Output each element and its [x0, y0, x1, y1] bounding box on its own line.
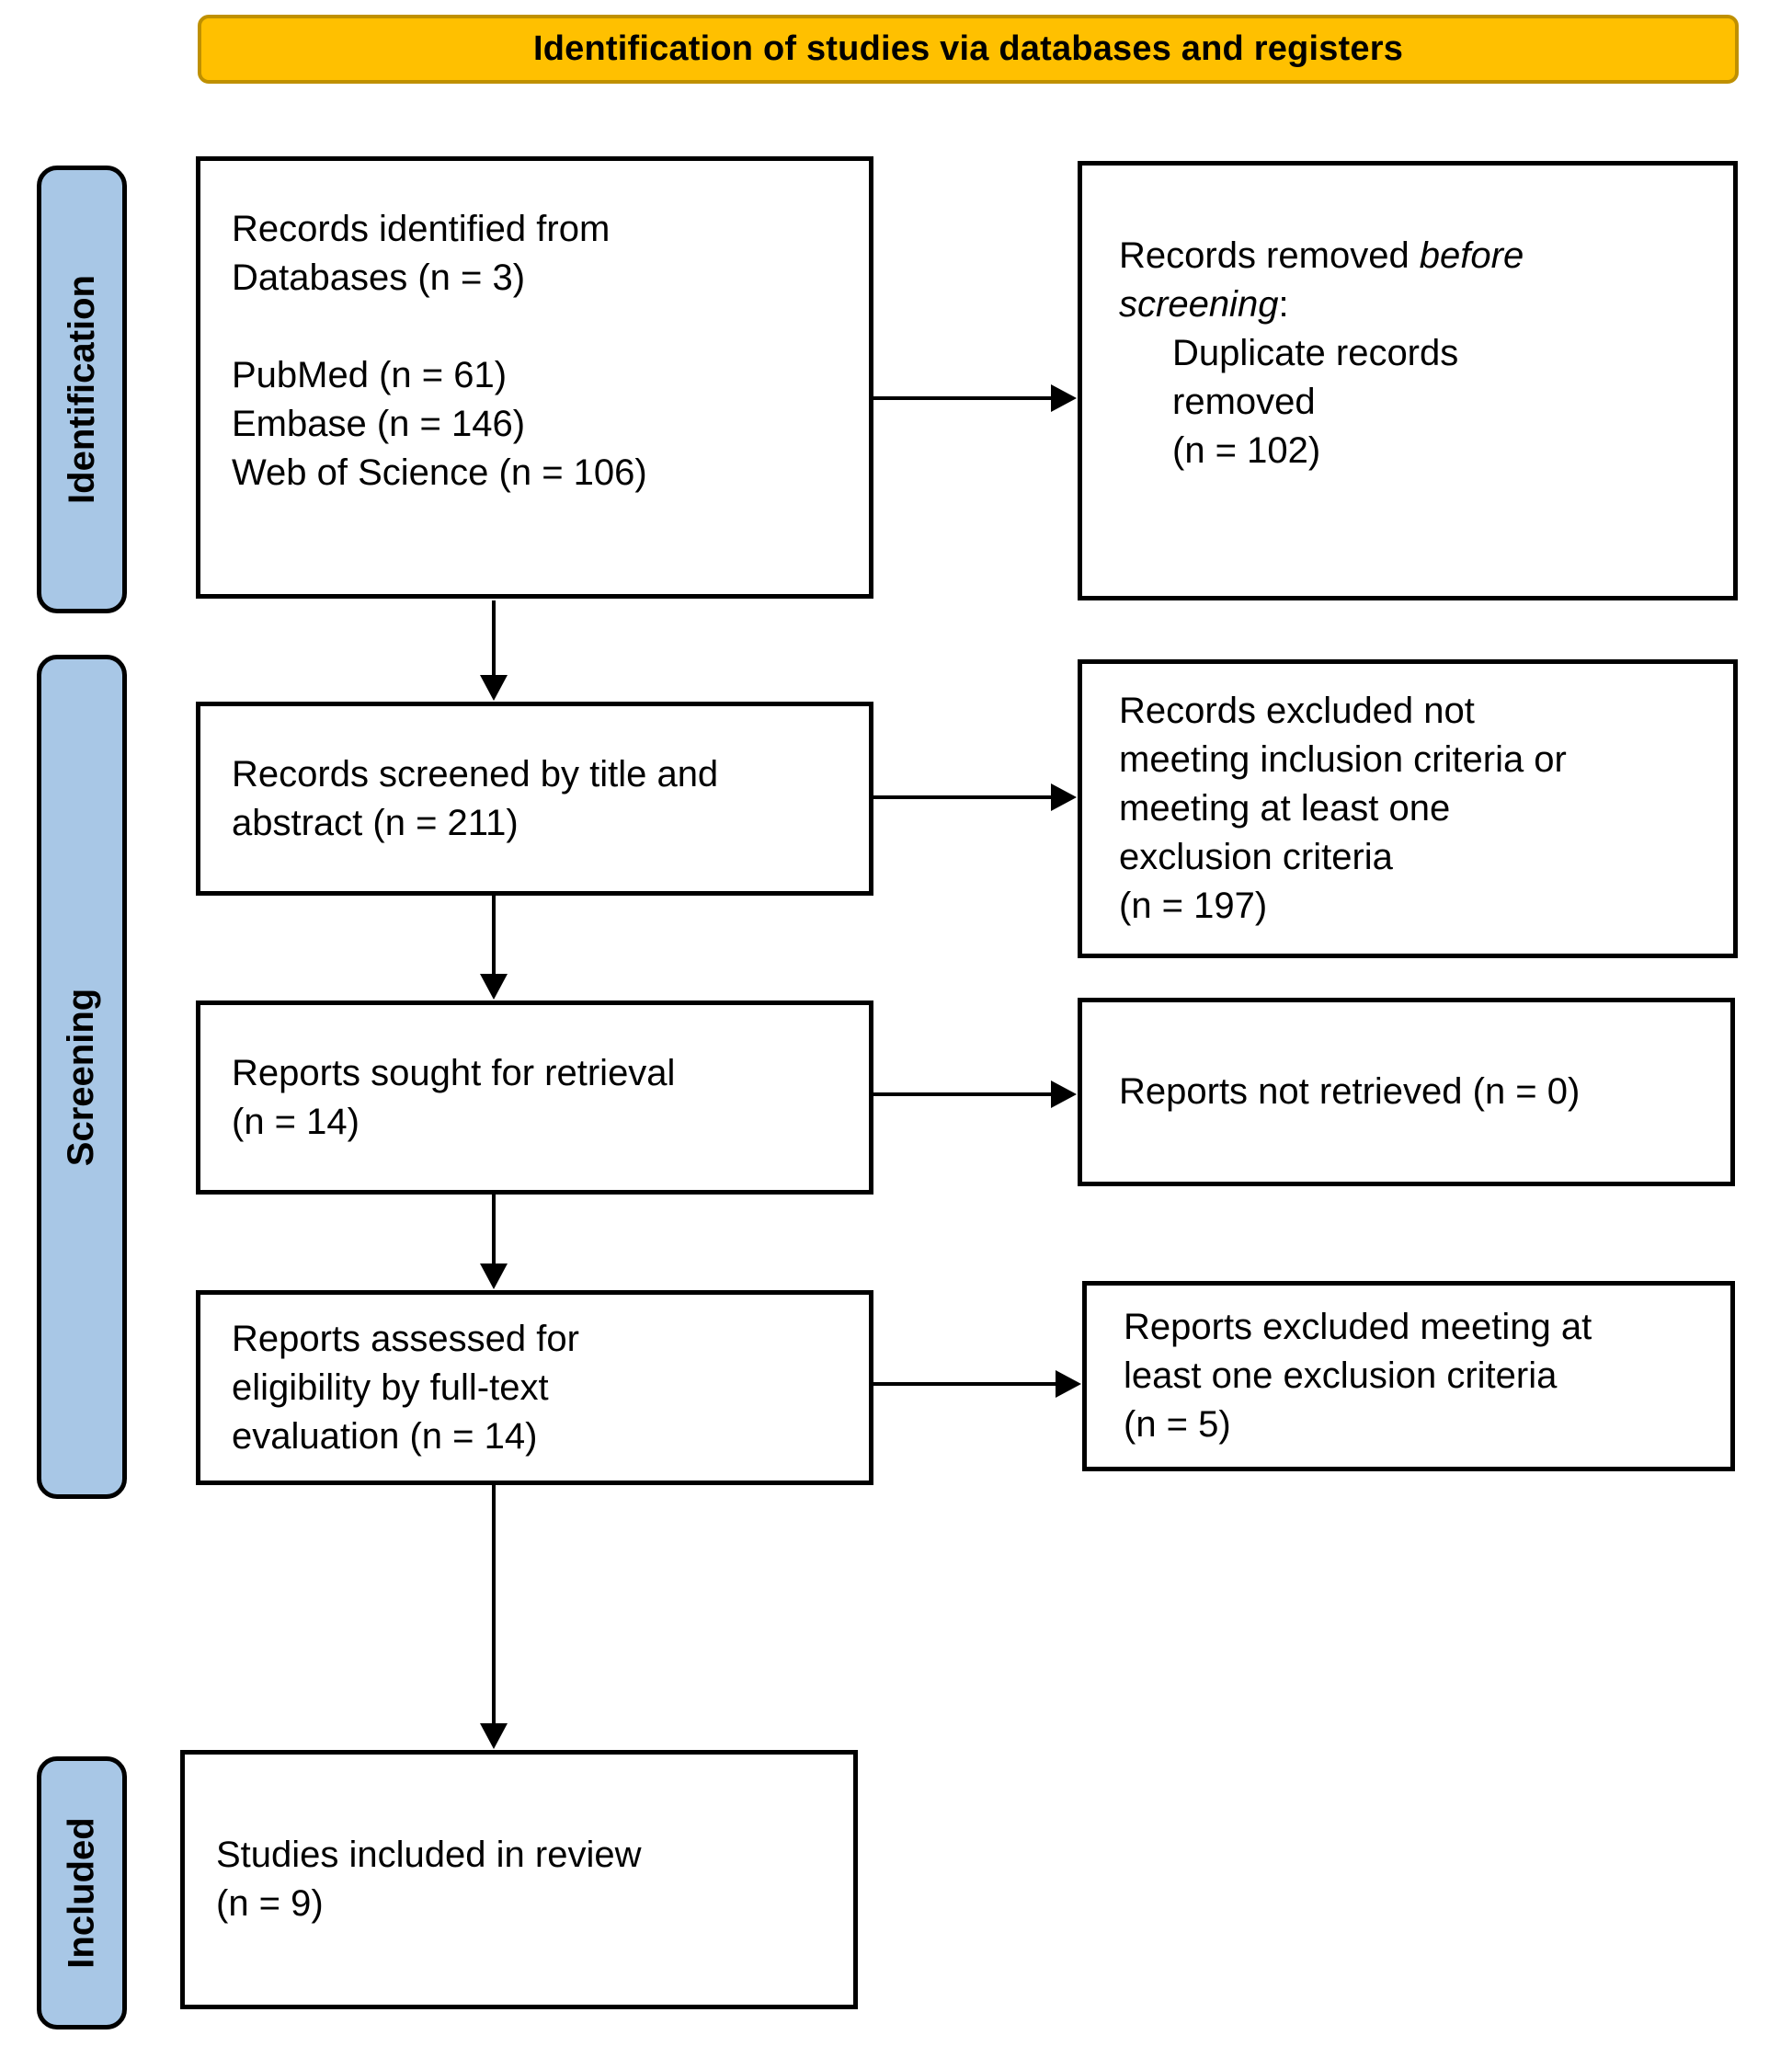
header-banner: Identification of studies via databases … [198, 15, 1739, 84]
text-segment: Records removed [1119, 235, 1420, 276]
text-segment-italic: before [1419, 235, 1524, 276]
box-text-line: Records identified from [232, 209, 611, 249]
arrow-sought-to-assessed [480, 1195, 508, 1289]
stage-identification: Identification [37, 166, 127, 613]
text-segment: : [1278, 284, 1289, 325]
box-text-line: meeting inclusion criteria or [1119, 739, 1567, 780]
box-text-line: PubMed (n = 61) [232, 355, 508, 395]
box-text-line: Studies included in review [216, 1835, 642, 1875]
stage-identification-label: Identification [61, 275, 102, 504]
box-text-line: Embase (n = 146) [232, 404, 526, 444]
box-text-line: (n = 14) [232, 1101, 360, 1142]
text-segment-italic: screening [1119, 284, 1279, 325]
box-text-line: Records excluded not [1119, 691, 1475, 731]
box-text-line: removed [1172, 382, 1316, 422]
box-text-line: Records screened by title and [232, 753, 719, 795]
box-text-line: Duplicate records [1172, 333, 1459, 373]
arrow-assessed-to-reports-excluded [873, 1370, 1081, 1398]
box-text-line: evaluation (n = 14) [232, 1415, 538, 1457]
box-text-line: meeting at least one [1119, 788, 1451, 829]
box-text-line [232, 303, 860, 351]
box-reports-not-retrieved: Reports not retrieved (n = 0) [1078, 998, 1735, 1186]
box-text-line: Web of Science (n = 106) [232, 452, 647, 493]
arrow-identified-to-removed [873, 384, 1077, 412]
box-records-removed: Records removed before screening: Duplic… [1078, 161, 1738, 600]
box-records-screened: Records screened by title and abstract (… [196, 702, 873, 896]
box-text-line: exclusion criteria [1119, 837, 1393, 877]
box-text-line: Databases (n = 3) [232, 257, 526, 298]
box-text-line: Reports sought for retrieval [232, 1052, 676, 1093]
box-records-excluded: Records excluded not meeting inclusion c… [1078, 659, 1738, 958]
box-text-line: eligibility by full-text [232, 1366, 549, 1408]
box-text-line: (n = 9) [216, 1883, 324, 1924]
box-reports-assessed: Reports assessed for eligibility by full… [196, 1290, 873, 1485]
arrow-screened-to-excluded [873, 783, 1077, 811]
box-text-line: abstract (n = 211) [232, 802, 519, 843]
arrow-identified-to-screened [480, 600, 508, 701]
box-text-line: (n = 102) [1172, 430, 1321, 471]
arrow-assessed-to-included [480, 1485, 508, 1749]
box-text-line: (n = 5) [1124, 1404, 1231, 1445]
stage-screening-label: Screening [61, 988, 102, 1166]
diagram-title: Identification of studies via databases … [532, 29, 1404, 68]
stage-included-label: Included [61, 1817, 102, 1969]
arrow-screened-to-sought [480, 896, 508, 1000]
box-text-line: Reports not retrieved (n = 0) [1119, 1071, 1581, 1112]
box-text-line: least one exclusion criteria [1124, 1355, 1558, 1396]
box-text-line: Reports assessed for [232, 1318, 579, 1359]
stage-included: Included [37, 1756, 127, 2029]
box-text-line: (n = 197) [1119, 886, 1268, 926]
box-reports-excluded: Reports excluded meeting at least one ex… [1082, 1281, 1735, 1471]
box-records-identified: Records identified from Databases (n = 3… [196, 156, 873, 599]
stage-screening: Screening [37, 655, 127, 1499]
box-studies-included: Studies included in review (n = 9) [180, 1750, 858, 2009]
box-text-line: Records removed before [1119, 232, 1724, 280]
box-reports-sought: Reports sought for retrieval (n = 14) [196, 1000, 873, 1195]
box-text-line: Reports excluded meeting at [1124, 1307, 1592, 1347]
arrow-sought-to-not-retrieved [873, 1080, 1077, 1108]
box-text-line: screening: [1119, 280, 1724, 329]
